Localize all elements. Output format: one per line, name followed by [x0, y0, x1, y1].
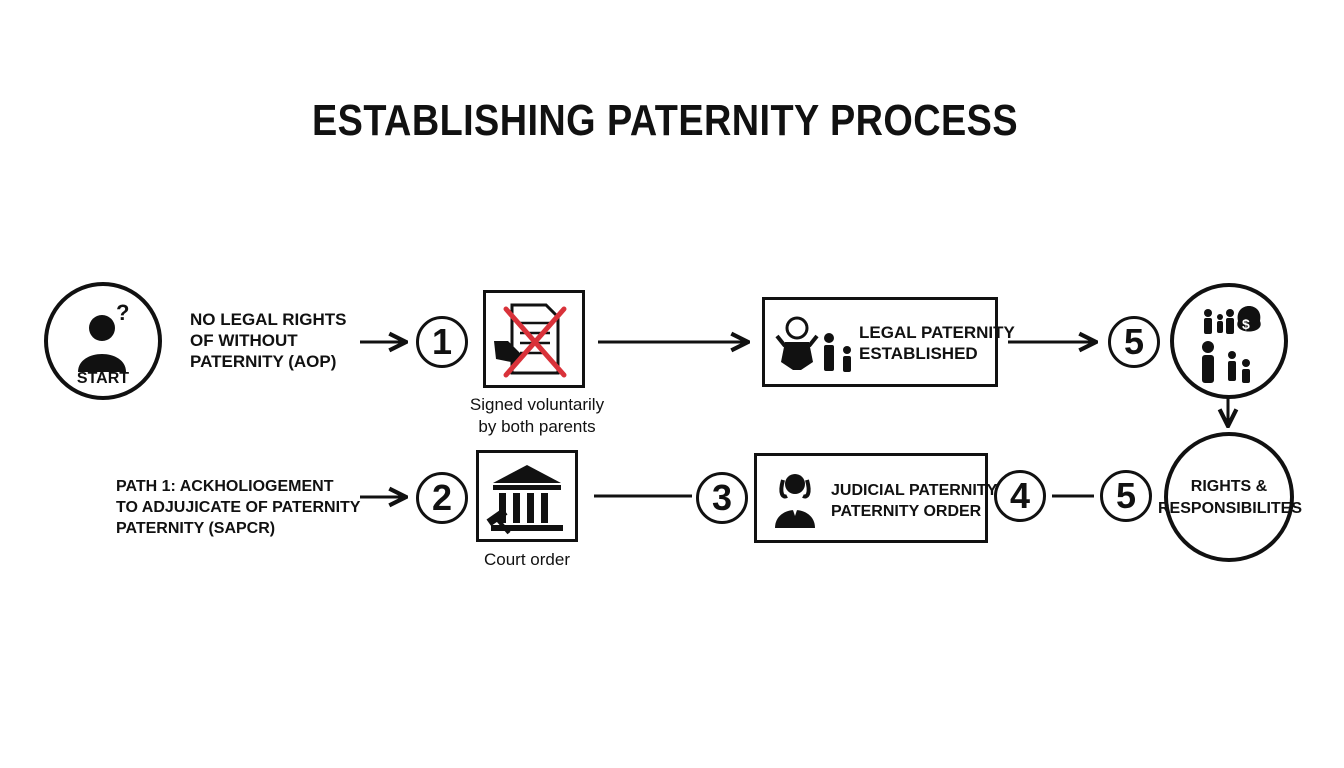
path-1-text: PATH 1: ACKHOLIOGEMENT TO ADJUJICATE OF …: [116, 478, 361, 537]
rights-responsibilities-node: RIGHTS & RESPONSIBILITES: [1158, 432, 1302, 562]
step-4-badge: 4: [994, 470, 1046, 522]
courthouse-gavel-icon: [486, 465, 563, 535]
no-legal-rights-text: NO LEGAL RIGHTS OF WITHOUT PATERNITY (AO…: [190, 310, 347, 371]
legal-paternity-box: LEGAL PATERNITY ESTABLISHED: [762, 297, 1015, 387]
step-5-badge-top: 5: [1108, 316, 1160, 368]
baby-parent-child-icon: [775, 316, 851, 372]
svg-text:?: ?: [116, 300, 129, 325]
court-order-caption: Court order: [484, 550, 570, 569]
aop-box: [483, 290, 585, 388]
family-node: $: [1170, 283, 1288, 399]
start-node: ? START: [44, 282, 162, 400]
person-question-icon: ?: [78, 300, 129, 372]
svg-text:$: $: [1242, 316, 1250, 332]
crossed-document-handshake-icon: [494, 303, 567, 378]
court-box: [476, 450, 578, 542]
step-2-badge: 2: [416, 472, 468, 524]
step-1-badge: 1: [416, 316, 468, 368]
legal-paternity-label: LEGAL PATERNITY ESTABLISHED: [859, 323, 1015, 363]
start-label: START: [76, 370, 130, 387]
judicial-paternity-box: JUDICIAL PATERNITY PATERNITY ORDER: [754, 453, 997, 543]
rights-responsibilities-label: RIGHTS & RESPONSIBILITES: [1158, 478, 1303, 517]
family-money-bag-icon: $: [1202, 306, 1261, 383]
judicial-paternity-label: JUDICIAL PATERNITY PATERNITY ORDER: [831, 482, 998, 520]
step-5-badge-bottom: 5: [1100, 470, 1152, 522]
judge-person-icon: [775, 474, 815, 528]
step-3-badge: 3: [696, 472, 748, 524]
aop-caption: Signed voluntarily by both parents: [469, 395, 605, 436]
diagram-title: ESTABLISHING PATERNITY PROCESS: [311, 96, 1019, 145]
